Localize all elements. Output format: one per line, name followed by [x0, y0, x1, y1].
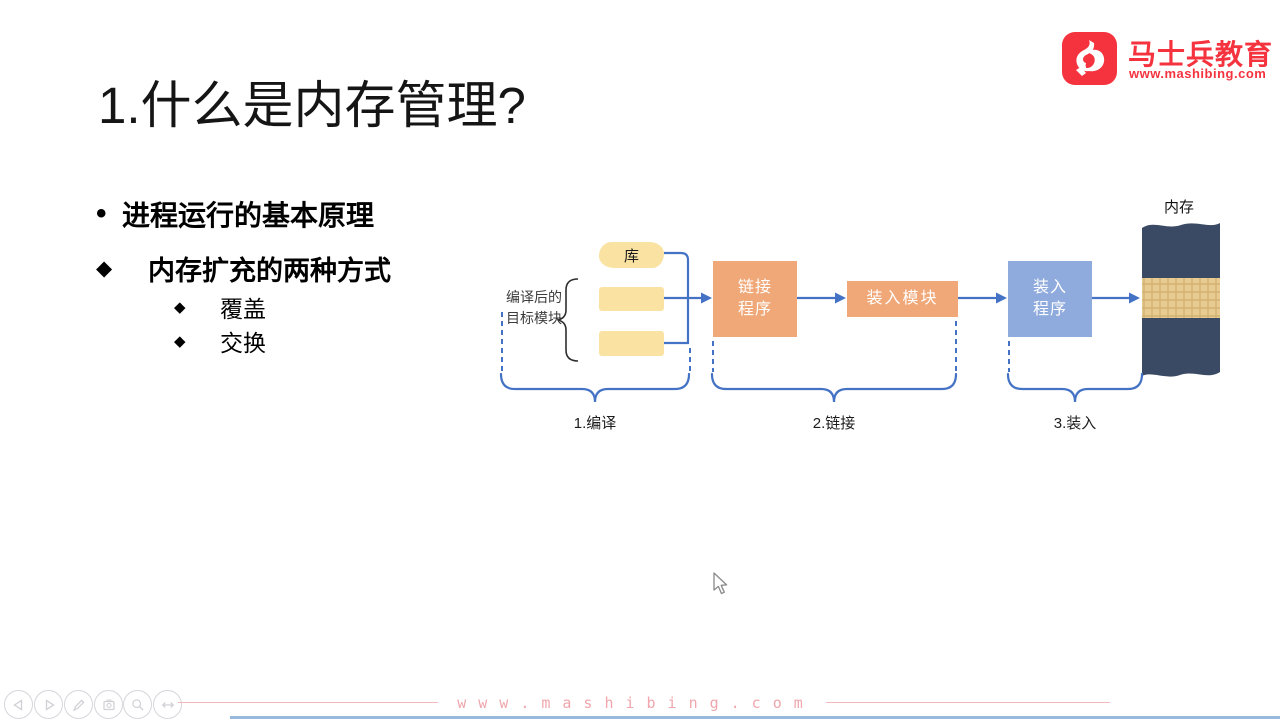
linker-node: 链接 程序	[713, 261, 797, 337]
bullet-process-principle: • 进程运行的基本原理	[96, 197, 375, 231]
watermark-line-right	[826, 702, 1110, 703]
brand-name: 马士兵教育	[1128, 39, 1274, 70]
mashibing-logo-icon	[1062, 32, 1117, 85]
bullet-swap: ◆ 交换	[174, 330, 266, 356]
capture-icon	[102, 698, 115, 710]
bullet-memory-expansion: ◆ 内存扩充的两种方式	[96, 256, 391, 286]
more-button[interactable]	[153, 690, 182, 719]
brand-url: www.mashibing.com	[1129, 66, 1267, 81]
watermark-text: www.mashibing.com	[457, 694, 815, 712]
resize-arrows-icon	[161, 701, 174, 708]
bullet-dot-marker: •	[96, 197, 107, 230]
next-icon	[45, 698, 55, 711]
object-module-2	[599, 331, 664, 356]
stage-label-load: 3.装入	[1053, 415, 1097, 432]
previous-icon	[12, 698, 22, 711]
load-module-node: 装入模块	[847, 281, 958, 317]
bullet-overlay: ◆ 覆盖	[174, 296, 266, 322]
loader-node: 装入 程序	[1008, 261, 1092, 337]
slide-title: 1.什么是内存管理?	[98, 77, 526, 134]
next-button[interactable]	[34, 690, 63, 719]
magnifier-button[interactable]	[123, 690, 152, 719]
memory-label: 内存	[1164, 199, 1195, 216]
stage-label-link: 2.链接	[812, 415, 856, 432]
mouse-cursor-icon	[712, 572, 730, 596]
object-module-1	[599, 287, 664, 311]
compiled-modules-caption: 编译后的 目标模块	[506, 289, 562, 326]
magnifier-icon	[131, 698, 143, 710]
library-node: 库	[599, 242, 664, 268]
pen-icon	[72, 699, 84, 711]
diamond-marker: ◆	[174, 333, 186, 350]
capture-button[interactable]	[94, 690, 123, 719]
previous-button[interactable]	[4, 690, 33, 719]
pen-button[interactable]	[64, 690, 93, 719]
diamond-marker: ◆	[96, 257, 113, 280]
diamond-marker: ◆	[174, 299, 186, 316]
memory-column	[1140, 216, 1222, 382]
watermark-line-left	[178, 702, 438, 703]
bottom-progress-line[interactable]	[230, 716, 1280, 719]
stage-label-compile: 1.编译	[573, 415, 617, 432]
